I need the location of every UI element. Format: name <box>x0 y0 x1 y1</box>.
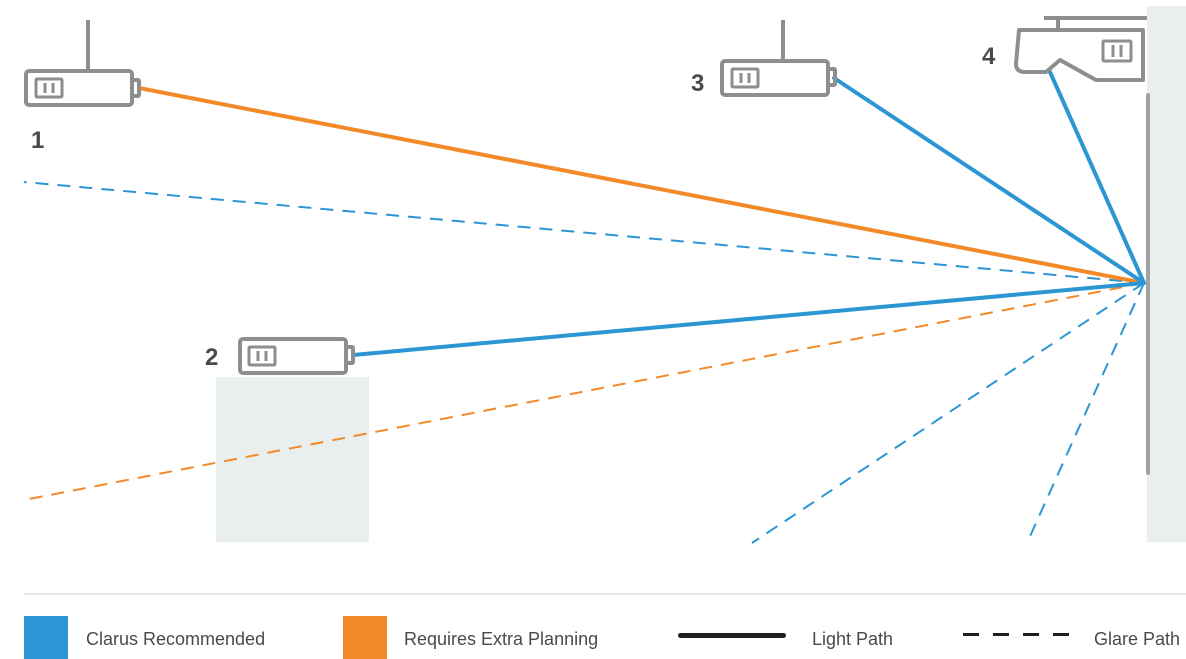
projector-3 <box>720 20 837 97</box>
light-path-3 <box>832 76 1146 285</box>
legend-divider <box>24 593 1186 595</box>
glare-path-blue-lower-right <box>1026 282 1145 544</box>
projector-lens <box>130 78 141 98</box>
legend-label-recommended: Clarus Recommended <box>86 629 266 649</box>
legend-label-light-path: Light Path <box>812 629 894 649</box>
projector-1-number: 1 <box>31 127 45 154</box>
projector-panel <box>1101 39 1133 63</box>
light-path-4 <box>1048 70 1146 285</box>
projector-lens <box>344 345 355 365</box>
legend-swatch-recommended <box>24 616 68 659</box>
projector-1 <box>24 20 141 107</box>
projector-4-number: 4 <box>982 43 996 70</box>
legend-label-glare-path: Glare Path <box>1094 629 1181 649</box>
short-throw-projector-icon <box>1014 28 1145 82</box>
wall-panel <box>1147 6 1186 542</box>
legend-light-path-line <box>678 633 786 638</box>
projector-2 <box>238 337 355 375</box>
glare-path-blue-upper <box>23 181 1145 284</box>
glare-path-orange <box>23 282 1145 501</box>
projector-2-number: 2 <box>205 344 219 371</box>
legend-glare-path-line <box>963 633 1071 636</box>
projector-lens <box>826 67 837 87</box>
light-paths <box>137 70 1146 357</box>
table-block <box>216 377 369 542</box>
glare-path-blue-lower-left <box>751 282 1145 544</box>
projector-icon <box>24 69 134 107</box>
projector-panel <box>34 77 64 99</box>
projector-panel <box>247 345 277 367</box>
glare-paths <box>23 181 1145 544</box>
projector-4 <box>1014 16 1147 82</box>
legend-swatch-extra-planning <box>343 616 387 659</box>
projector-icon <box>238 337 348 375</box>
projector-icon <box>720 59 830 97</box>
light-path-2 <box>351 281 1146 357</box>
projector-3-number: 3 <box>691 70 705 97</box>
light-path-1 <box>137 86 1146 285</box>
legend-label-extra-planning: Requires Extra Planning <box>404 629 599 649</box>
projector-panel <box>730 67 760 89</box>
